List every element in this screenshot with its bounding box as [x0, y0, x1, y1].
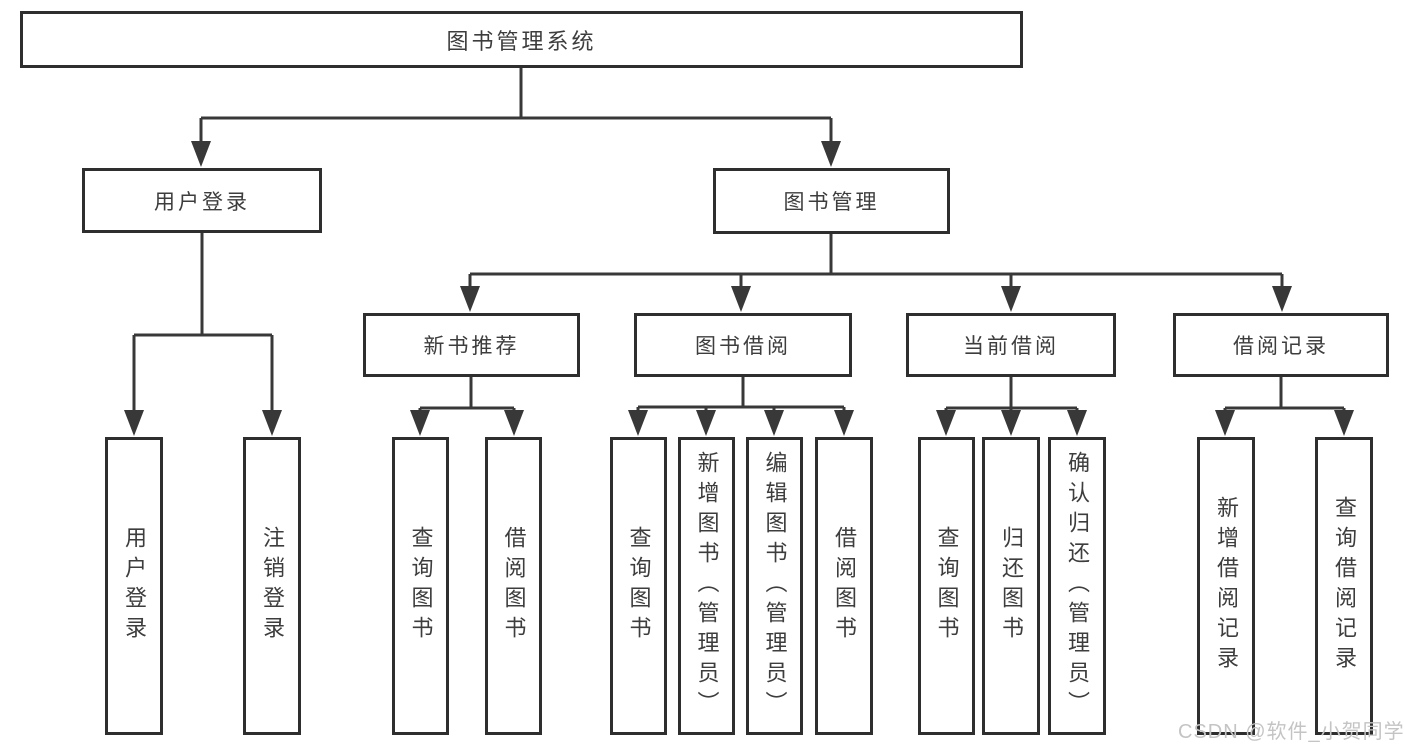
arrow-down-icon — [1001, 410, 1021, 436]
node-new-book-recommend: 新书推荐 — [363, 313, 580, 377]
leaf-borrow-books-1: 借阅图书 — [485, 437, 542, 735]
arrow-down-icon — [764, 410, 784, 436]
node-label: 查询借阅记录 — [1332, 496, 1357, 676]
node-book-borrow: 图书借阅 — [634, 313, 852, 377]
node-label: 查询图书 — [626, 526, 652, 646]
node-label: 图书管理 — [783, 191, 880, 214]
connector-login-to-children — [132, 233, 274, 430]
arrow-down-icon — [262, 410, 282, 436]
node-label: 编辑图书（管理员） — [762, 451, 788, 721]
leaf-return-books: 归还图书 — [982, 437, 1040, 735]
connector-root-to-level2 — [199, 68, 833, 160]
leaf-borrow-books-2: 借阅图书 — [815, 437, 873, 735]
node-user-login: 用户登录 — [82, 168, 322, 233]
arrow-down-icon — [696, 410, 716, 436]
node-system-root: 图书管理系统 — [20, 11, 1023, 68]
leaf-query-borrow-record: 查询借阅记录 — [1315, 437, 1373, 735]
node-borrow-records: 借阅记录 — [1173, 313, 1389, 377]
arrow-down-icon — [1334, 410, 1354, 436]
node-label: 注销登录 — [260, 526, 285, 646]
node-label: 确认归还（管理员） — [1065, 451, 1090, 721]
arrow-down-icon — [628, 410, 648, 436]
leaf-query-books-2: 查询图书 — [610, 437, 667, 735]
node-label: 用户登录 — [122, 526, 147, 646]
arrow-down-icon — [124, 410, 144, 436]
arrowheads — [124, 141, 1354, 436]
node-label: 查询图书 — [408, 526, 434, 646]
node-label: 当前借阅 — [963, 335, 1059, 358]
arrow-down-icon — [460, 286, 480, 312]
arrow-down-icon — [191, 141, 211, 167]
node-label: 新书推荐 — [423, 335, 520, 358]
arrow-down-icon — [1272, 286, 1292, 312]
leaf-add-books-admin: 新增图书（管理员） — [678, 437, 735, 735]
leaf-user-login: 用户登录 — [105, 437, 163, 735]
leaf-edit-books-admin: 编辑图书（管理员） — [746, 437, 803, 735]
node-label: 查询图书 — [934, 526, 960, 646]
node-label: 图书管理系统 — [446, 28, 597, 54]
node-label: 归还图书 — [999, 526, 1024, 646]
node-label: 借阅记录 — [1233, 335, 1329, 358]
connector-borrow-to-children — [636, 377, 846, 430]
arrow-down-icon — [936, 410, 956, 436]
connector-mgmt-to-level3 — [468, 234, 1284, 306]
arrow-down-icon — [821, 141, 841, 167]
csdn-watermark: CSDN @软件_小贺同学 — [1178, 721, 1405, 743]
node-label: 借阅图书 — [501, 526, 527, 646]
leaf-query-books-1: 查询图书 — [392, 437, 449, 735]
arrow-down-icon — [1215, 410, 1235, 436]
arrow-down-icon — [410, 410, 430, 436]
leaf-logout: 注销登录 — [243, 437, 301, 735]
arrow-down-icon — [1067, 410, 1087, 436]
node-label: 用户登录 — [154, 190, 250, 214]
node-label: 图书借阅 — [695, 335, 791, 358]
connector-records-to-children — [1223, 377, 1346, 430]
node-current-borrow: 当前借阅 — [906, 313, 1116, 377]
arrow-down-icon — [731, 286, 751, 312]
node-label: 新增借阅记录 — [1214, 496, 1239, 676]
arrow-down-icon — [834, 410, 854, 436]
connector-newbook-to-children — [418, 377, 516, 430]
node-label: 借阅图书 — [832, 526, 857, 646]
node-label: 新增图书（管理员） — [694, 451, 720, 721]
arrow-down-icon — [1001, 286, 1021, 312]
arrow-down-icon — [504, 410, 524, 436]
leaf-add-borrow-record: 新增借阅记录 — [1197, 437, 1255, 735]
leaf-query-books-3: 查询图书 — [918, 437, 975, 735]
leaf-confirm-return-admin: 确认归还（管理员） — [1048, 437, 1106, 735]
node-book-management: 图书管理 — [713, 168, 950, 234]
